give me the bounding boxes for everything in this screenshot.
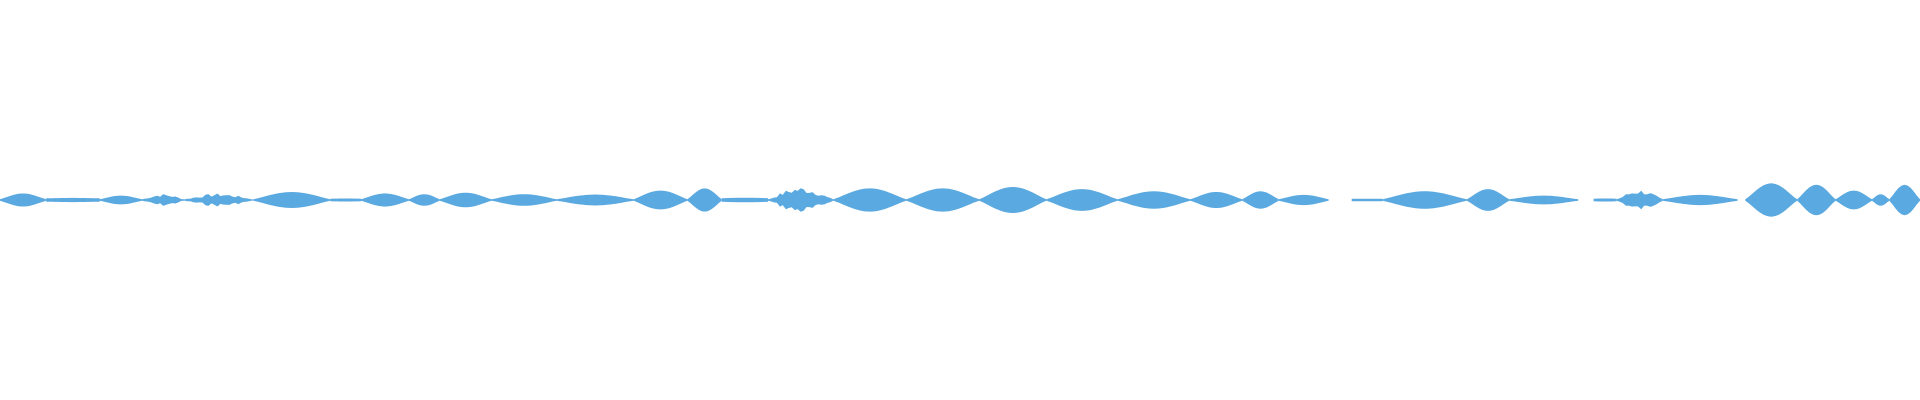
waveform-segment: [439, 192, 492, 208]
waveform-segment: [687, 188, 722, 212]
waveform-segment: [1382, 191, 1467, 209]
waveform-segment: [253, 192, 331, 208]
waveform-segment: [1662, 194, 1738, 206]
waveform-segment: [1745, 183, 1798, 217]
waveform-segment: [0, 193, 47, 207]
waveform-segment: [1593, 198, 1617, 202]
waveform-segment: [1190, 192, 1243, 208]
waveform-segment: [1466, 189, 1510, 211]
waveform-segment: [556, 194, 634, 206]
waveform-segment: [1278, 194, 1329, 206]
waveform-segment: [1509, 195, 1579, 205]
waveform-segment: [361, 193, 409, 207]
waveform-segment: [99, 195, 143, 205]
waveform-segment: [409, 194, 440, 206]
waveform-segment: [721, 197, 768, 203]
waveform-segment: [1117, 191, 1191, 209]
waveform-segment: [491, 194, 557, 206]
waveform-segment: [1797, 184, 1836, 216]
waveform-segment: [1046, 189, 1118, 211]
waveform-segment: [906, 188, 980, 212]
waveform-segment: [833, 188, 907, 212]
waveform-segment: [330, 198, 361, 202]
waveform-segment: [46, 197, 100, 203]
waveform-segment: [633, 190, 688, 210]
waveform-segment: [1872, 194, 1890, 206]
waveform-segment: [768, 188, 834, 212]
waveform-segment: [184, 193, 254, 207]
waveform-segment: [1889, 184, 1920, 216]
waveform-segment: [1835, 190, 1872, 210]
waveform-segment: [1616, 190, 1663, 210]
waveform-segment: [1351, 198, 1383, 202]
waveform-segment: [142, 194, 185, 206]
waveform-segment: [1242, 191, 1279, 209]
waveform-segment: [979, 187, 1047, 213]
